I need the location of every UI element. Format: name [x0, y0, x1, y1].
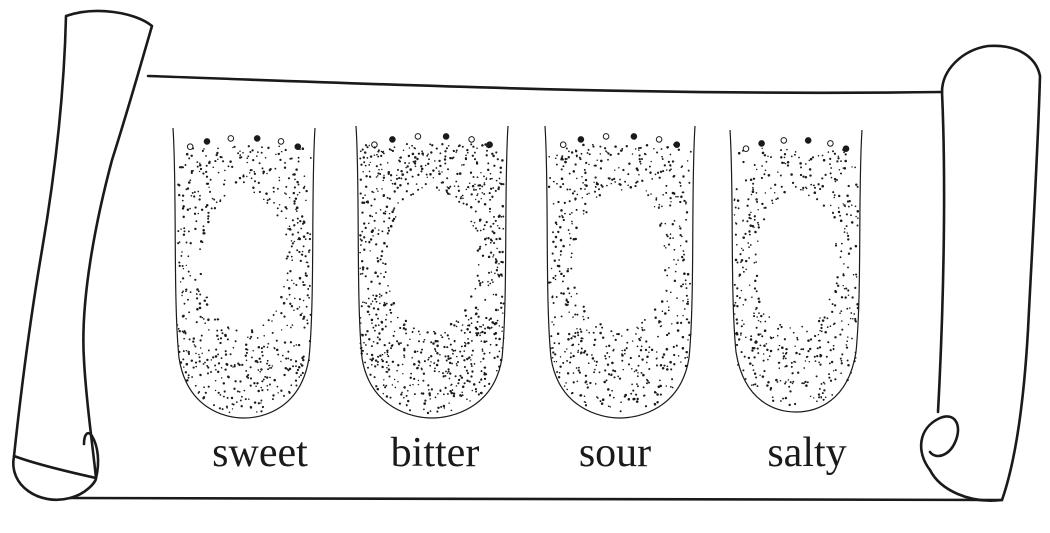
- papilla-dot: [828, 141, 834, 147]
- papilla-dot: [759, 141, 765, 147]
- papilla-dot: [487, 142, 493, 148]
- papilla-dot: [204, 139, 210, 145]
- scroll-outline: [13, 11, 1040, 501]
- papilla-dot: [743, 146, 749, 152]
- scroll-right-roll: [930, 46, 1040, 501]
- papilla-dot: [631, 134, 637, 140]
- papilla-dot: [578, 137, 584, 143]
- tongue-bitter: [356, 126, 508, 418]
- papilla-dot: [674, 142, 680, 148]
- label-sour: sour: [535, 432, 695, 474]
- papilla-dot: [187, 144, 193, 150]
- papilla-dot: [278, 139, 284, 145]
- papilla-dot: [390, 137, 396, 143]
- scroll-left-roll: [14, 11, 152, 478]
- tongue-maps: [173, 126, 862, 418]
- papilla-dot: [656, 137, 662, 143]
- scroll-left-curl: [13, 433, 98, 500]
- label-sweet: sweet: [180, 432, 340, 474]
- label-salty: salty: [727, 432, 887, 474]
- papilla-dot: [781, 138, 787, 144]
- tongue-salty: [730, 130, 862, 412]
- tongue-outline: [173, 128, 315, 418]
- papilla-dot: [254, 136, 260, 142]
- papilla-dot: [415, 134, 421, 140]
- papilla-dot: [295, 144, 301, 150]
- papilla-dot: [228, 136, 234, 142]
- papilla-dot: [560, 142, 566, 148]
- tongue-outline: [730, 130, 862, 412]
- papilla-dot: [603, 134, 609, 140]
- tongue-sweet: [173, 128, 315, 418]
- papilla-dot: [843, 146, 849, 152]
- papilla-dot: [443, 134, 449, 140]
- label-bitter: bitter: [355, 432, 515, 474]
- scroll-bottom-edge: [70, 498, 1002, 500]
- papilla-dot: [805, 138, 811, 144]
- tongue-sour: [545, 126, 695, 418]
- scroll-right-inner: [938, 92, 944, 412]
- scroll-top-edge: [148, 76, 942, 93]
- scroll-right-curl: [921, 416, 958, 470]
- papilla-dot: [469, 137, 475, 143]
